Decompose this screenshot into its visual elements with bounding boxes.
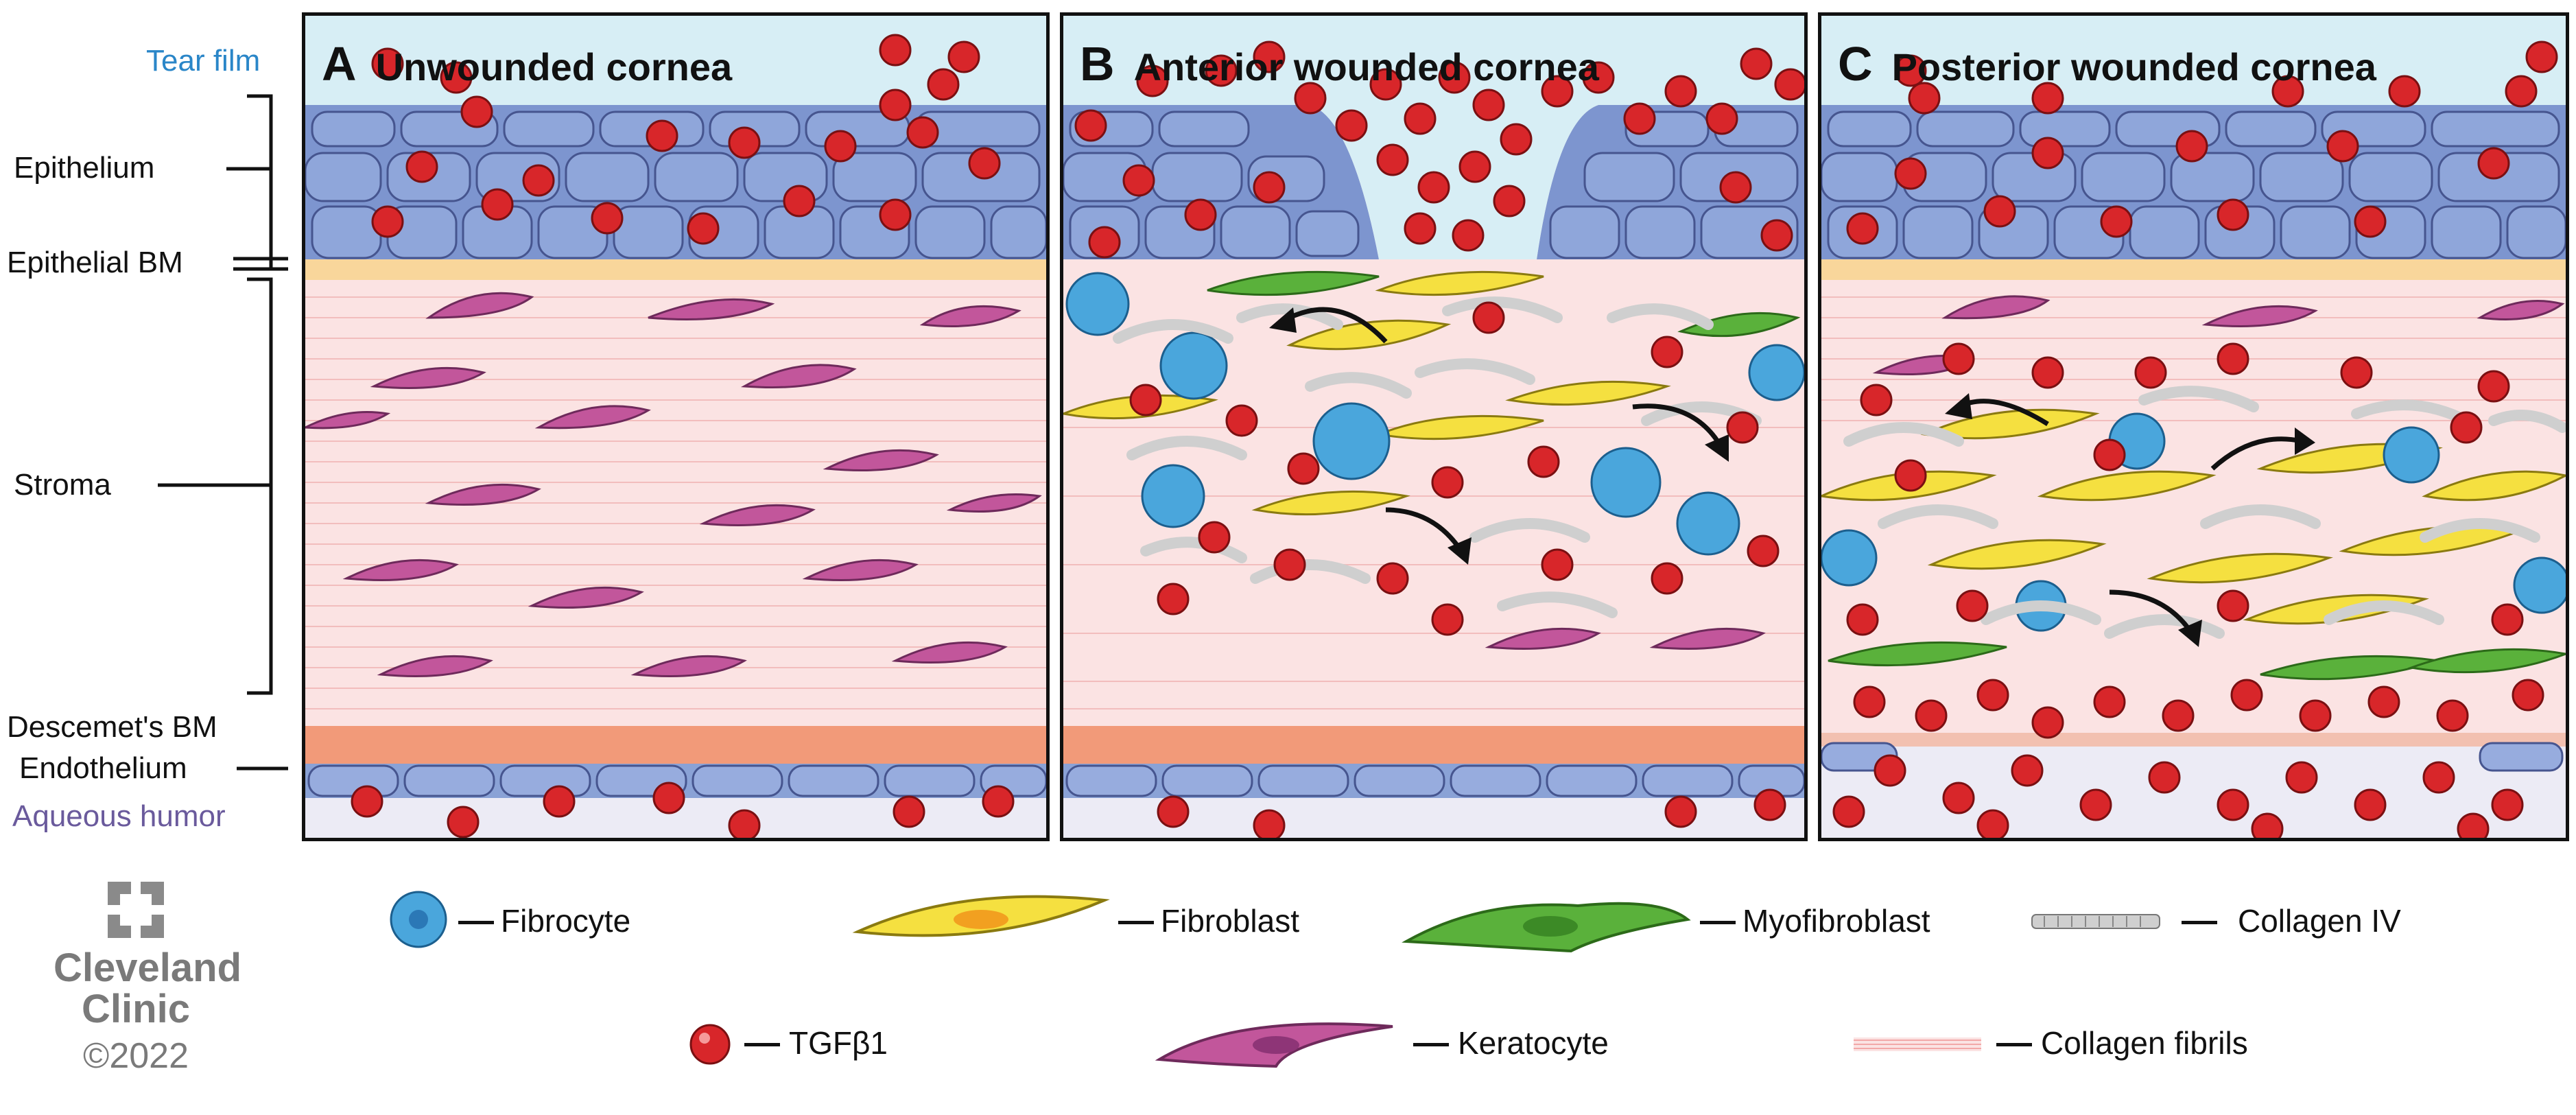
descemets-bm-layer	[305, 726, 1046, 764]
myofibroblasts	[1207, 270, 1801, 338]
collagen-iv-strands	[1113, 296, 1762, 618]
legend-tgfb1-icon	[689, 1024, 731, 1065]
panel-c-title: Posterior wounded cornea	[1891, 45, 2376, 89]
legend-collagen-iv-label: Collagen IV	[2238, 903, 2401, 939]
legend-keratocyte-dash	[1413, 1043, 1449, 1046]
layer-brackets	[158, 94, 288, 771]
myofibroblasts	[1828, 641, 2566, 681]
label-epithelium: Epithelium	[14, 151, 155, 185]
brand-line-2: Clinic	[82, 987, 190, 1031]
panel-a: A Unwounded cornea	[302, 12, 1050, 841]
endothelial-cells	[1065, 764, 1804, 797]
legend-keratocyte-label: Keratocyte	[1458, 1025, 1609, 1061]
tgfb1-molecules	[1832, 40, 2558, 838]
legend-fibroblast-dash	[1118, 921, 1154, 924]
panel-a-letter: A	[322, 37, 357, 91]
panel-b-letter: B	[1080, 37, 1115, 91]
panel-c-art	[1821, 16, 2566, 838]
panel-c-letter: C	[1838, 37, 1873, 91]
epithelium-bracket	[247, 94, 273, 271]
legend-myofibroblast-label: Myofibroblast	[1742, 903, 1930, 939]
tear-film-layer	[1821, 16, 2566, 105]
fibrocytes	[1065, 272, 1804, 556]
collagen-fibril-lines	[1063, 427, 1804, 709]
legend-collagen-fibrils-icon	[1854, 1037, 1981, 1051]
legend-tgfb1-dash	[744, 1043, 780, 1046]
legend-fibroblast-icon	[852, 895, 1110, 937]
epithelial-bm-layer	[1821, 259, 2566, 280]
label-aqueous-humor: Aqueous humor	[12, 799, 226, 833]
panel-b-heading: B Anterior wounded cornea	[1080, 36, 1797, 91]
legend-myofibroblast-dash	[1700, 921, 1736, 924]
label-epithelial-bm: Epithelial BM	[7, 246, 183, 279]
aqueous-humor-layer	[1821, 747, 2566, 838]
collagen-iv-strands	[1843, 386, 2566, 639]
legend-fibrocyte-dash	[458, 921, 494, 924]
epithelial-cells	[1063, 110, 1799, 259]
panel-c-heading: C Posterior wounded cornea	[1838, 36, 2559, 91]
panel-b: B Anterior wounded cornea	[1060, 12, 1808, 841]
brand-line-1: Cleveland	[54, 946, 241, 990]
label-tear-film: Tear film	[146, 44, 261, 78]
keratocytes	[1872, 295, 2565, 375]
panel-b-title: Anterior wounded cornea	[1133, 45, 1599, 89]
cleveland-clinic-logo-icon	[108, 882, 164, 938]
endothelial-cells	[307, 764, 1046, 797]
brand-year: ©2022	[83, 1036, 189, 1076]
panel-a-title: Unwounded cornea	[375, 45, 733, 89]
legend-collagen-fibrils-dash	[1996, 1043, 2032, 1046]
legend-collagen-iv-icon	[2031, 914, 2160, 929]
cleveland-clinic-brand: Cleveland Clinic ©2022	[54, 882, 241, 1077]
epithelial-bm-layer	[305, 259, 1046, 280]
keratocytes	[305, 292, 1042, 677]
panel-c: C Posterior wounded cornea	[1818, 12, 2569, 841]
legend-fibrocyte-label: Fibrocyte	[501, 903, 631, 939]
descemets-bm-layer	[1821, 733, 2566, 747]
descemets-bm-layer	[1063, 726, 1804, 764]
migration-arrows	[1281, 307, 1725, 552]
legend-fibrocyte-icon	[390, 891, 447, 948]
label-stroma: Stroma	[14, 468, 111, 502]
panel-a-art	[305, 16, 1046, 838]
legend-tgfb1-label: TGFβ1	[789, 1025, 888, 1061]
label-endothelium: Endothelium	[19, 751, 187, 785]
arrow-heads	[1945, 393, 2315, 647]
tgfb1-molecules	[1074, 40, 1804, 838]
label-descemets-bm: Descemet's BM	[7, 710, 217, 744]
tgfb1-molecules	[351, 34, 1015, 838]
legend-myofibroblast-icon	[1402, 902, 1691, 953]
tear-film-layer	[305, 16, 1046, 105]
arrow-heads	[1269, 307, 1729, 565]
legend-collagen-fibrils-label: Collagen fibrils	[2041, 1025, 2248, 1061]
legend-collagen-iv-dash	[2182, 921, 2217, 924]
panel-b-art	[1063, 16, 1804, 838]
keratocytes	[1485, 627, 1766, 650]
panel-a-heading: A Unwounded cornea	[322, 36, 1039, 91]
legend-fibroblast-label: Fibroblast	[1161, 903, 1299, 939]
legend-keratocyte-icon	[1155, 1022, 1393, 1068]
